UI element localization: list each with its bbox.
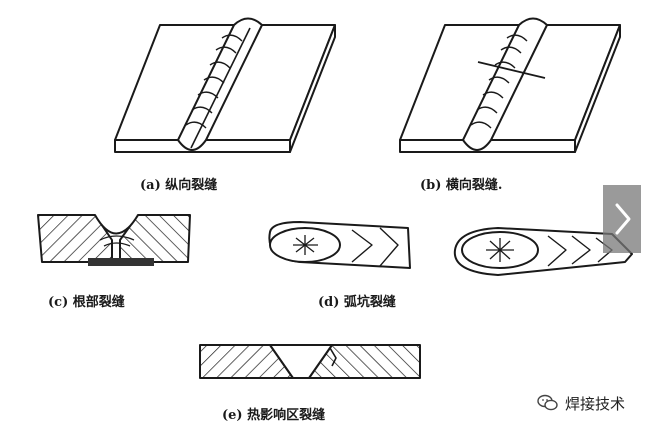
watermark-text: 焊接技术 — [565, 394, 626, 413]
weld-e — [269, 344, 333, 379]
longitudinal-crack-line — [190, 27, 251, 149]
plate-c-left — [37, 214, 113, 263]
plate-c-right — [119, 214, 191, 263]
caption-d: (d) 弧坑裂缝 — [318, 295, 396, 310]
chevron-right-icon — [615, 203, 631, 235]
crater-d2-cracks — [486, 238, 514, 262]
weld-root-c — [94, 214, 139, 235]
figure-d-crater-crack — [268, 221, 633, 276]
caption-c: (c) 根部裂缝 — [48, 295, 125, 310]
weld-bead-a — [177, 17, 263, 151]
figure-b-transverse-crack — [399, 17, 621, 153]
plate-a-side — [289, 24, 336, 153]
plate-b-side — [574, 24, 621, 153]
caption-b: (b) 横向裂缝. — [420, 178, 503, 193]
root-crack-zone — [88, 258, 154, 266]
weld-ripples-b — [470, 34, 528, 129]
crater-d1-cracks — [293, 235, 318, 255]
weld-bead-b — [462, 17, 548, 151]
haz-crack-line — [329, 347, 337, 367]
caption-e: (e) 热影响区裂缝 — [222, 408, 326, 423]
caption-a: (a) 纵向裂缝 — [140, 178, 218, 193]
wechat-icon — [537, 394, 558, 411]
weld-ripples-a — [185, 34, 243, 129]
watermark: 焊接技术 — [537, 392, 625, 414]
transverse-crack-line — [477, 61, 546, 79]
figure-c-root-crack — [37, 214, 191, 266]
figure-e-haz-crack — [199, 344, 421, 379]
next-image-button[interactable] — [603, 185, 641, 253]
figure-a-longitudinal-crack — [114, 17, 336, 153]
